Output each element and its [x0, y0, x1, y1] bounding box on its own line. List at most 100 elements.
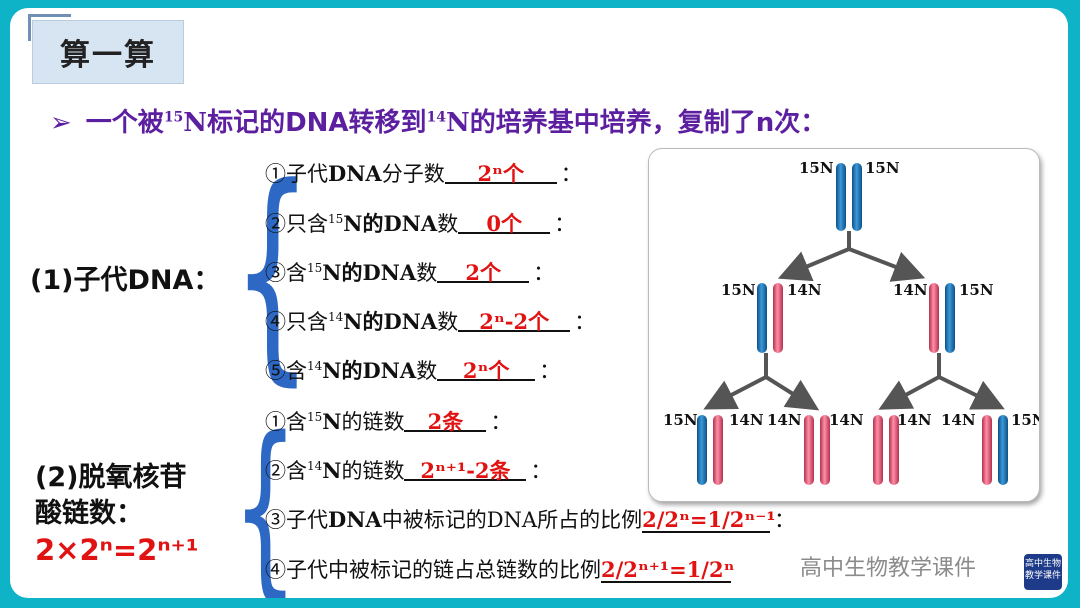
- row-isotope: 15: [307, 261, 323, 275]
- dna-strand-14n: [820, 415, 830, 485]
- row-text: 数: [416, 359, 438, 383]
- row-text: 含: [286, 261, 307, 285]
- answer-blank: 2ⁿ个: [437, 355, 536, 383]
- watermark-text: 高中生物教学课件: [800, 556, 977, 581]
- answer-blank: 2ⁿ个: [444, 158, 557, 186]
- row-colon: ：: [533, 261, 555, 285]
- row-bold-text: DNA: [328, 507, 382, 532]
- row-bold-text: N的DNA: [343, 309, 438, 334]
- arrow-line: [878, 375, 940, 410]
- dna-strand-14n: [889, 415, 899, 485]
- section2-label: (2)脱氧核苷 酸链数： 2×2ⁿ=2ⁿ⁺¹: [35, 460, 199, 568]
- heading-iso1: 15: [163, 109, 184, 126]
- heading-n1: N: [183, 108, 208, 138]
- row-text: 子代: [286, 508, 328, 532]
- row-isotope: 14: [328, 310, 344, 324]
- row-colon: ：: [539, 359, 561, 383]
- row-isotope: 14: [307, 359, 323, 373]
- row-bold-text: DNA: [328, 161, 382, 186]
- row-bold-text: N: [322, 458, 342, 483]
- answer-blank: 2ⁿ⁺¹-2条: [404, 455, 527, 483]
- row-number: ③: [265, 261, 286, 285]
- row-text: 数: [416, 261, 438, 285]
- watermark-logo: 高中生物 教学课件: [1024, 554, 1062, 590]
- isotope-label: 15N: [721, 281, 756, 299]
- question-row: ③子代DNA中被标记的DNA所占的比例2/2ⁿ=1/2ⁿ⁻¹：: [265, 504, 795, 534]
- section2-line2: 酸链数：: [35, 498, 143, 529]
- dna-strand-15n: [998, 415, 1008, 485]
- row-bold-text: N的DNA: [322, 260, 417, 285]
- isotope-label: 14N: [787, 281, 822, 299]
- dna-strand-15n: [945, 283, 955, 353]
- row-text: 的链数: [341, 410, 405, 434]
- row-colon: ：: [574, 310, 596, 334]
- row-colon: ：: [554, 212, 576, 236]
- row-text: 子代: [286, 162, 328, 186]
- heading-mid: 标记的DNA转移到: [207, 108, 427, 138]
- isotope-label: 15N: [959, 281, 994, 299]
- arrow-line: [938, 375, 1005, 410]
- row-colon: ：: [560, 162, 582, 186]
- arrow-line: [764, 375, 820, 411]
- problem-heading: ➢一个被15N标记的DNA转移到14N的培养基中培养，复制了n次：: [50, 102, 826, 139]
- isotope-label: 14N: [729, 411, 764, 429]
- heading-n2: N: [446, 108, 470, 138]
- row-text: 数: [437, 212, 459, 236]
- isotope-label: 14N: [897, 411, 932, 429]
- section1-label: (1)子代DNA：: [30, 265, 221, 296]
- row-number: ①: [265, 410, 286, 434]
- brace-icon: {: [232, 397, 299, 599]
- row-text: 含: [286, 359, 307, 383]
- row-number: ④: [265, 558, 286, 582]
- row-isotope: 14: [307, 459, 323, 473]
- arrow-line: [777, 247, 850, 282]
- row-colon: ：: [774, 508, 796, 532]
- heading-post: 的培养基中培养，复制了n次：: [469, 108, 827, 138]
- row-text: 只含: [286, 212, 328, 236]
- slide: 算一算 ➢一个被15N标记的DNA转移到14N的培养基中培养，复制了n次： { …: [10, 8, 1068, 598]
- heading-iso2: 14: [426, 109, 447, 126]
- row-text: 含: [286, 459, 307, 483]
- isotope-label: 14N: [893, 281, 928, 299]
- row-number: ③: [265, 508, 286, 532]
- isotope-label: 15N: [1011, 411, 1039, 429]
- answer-blank: 2ⁿ-2个: [458, 306, 571, 334]
- row-number: ①: [265, 162, 286, 186]
- answer-blank: 2条: [404, 406, 487, 434]
- row-number: ②: [265, 459, 286, 483]
- row-colon: ：: [490, 410, 512, 434]
- dna-replication-diagram: 15N 15N 15N 14N 14N 15N 15N 14N 14N 14N …: [648, 148, 1046, 502]
- isotope-label: 14N: [767, 411, 802, 429]
- answer-blank: 0个: [458, 208, 551, 236]
- dna-strand-14n: [873, 415, 883, 485]
- dna-strand-15n: [757, 283, 767, 353]
- section2-line1: (2)脱氧核苷: [35, 462, 187, 493]
- row-text: 只含: [286, 310, 328, 334]
- dna-strand-15n: [836, 163, 846, 231]
- diagram-svg: 15N 15N 15N 14N 14N 15N 15N 14N 14N 14N …: [663, 159, 1046, 485]
- row-text: 含: [286, 410, 307, 434]
- row-text: 子代中被标记的链占总链数的比例: [286, 558, 601, 582]
- dna-strand-14n: [804, 415, 814, 485]
- row-isotope: 15: [328, 212, 344, 226]
- dna-strand-14n: [713, 415, 723, 485]
- isotope-label: 15N: [799, 159, 834, 177]
- answer-blank: 2/2ⁿ=1/2ⁿ⁻¹: [642, 507, 776, 533]
- row-text: 数: [437, 310, 459, 334]
- row-text: 的链数: [341, 459, 405, 483]
- arrow-line: [703, 375, 767, 410]
- row-number: ②: [265, 212, 286, 236]
- row-bold-text: N: [322, 409, 342, 434]
- row-colon: ：: [530, 459, 552, 483]
- row-isotope: 15: [307, 410, 323, 424]
- dna-strand-15n: [697, 415, 707, 485]
- title-corner-decoration: [28, 14, 71, 41]
- row-text: 分子数: [381, 162, 445, 186]
- dna-strand-14n: [929, 283, 939, 353]
